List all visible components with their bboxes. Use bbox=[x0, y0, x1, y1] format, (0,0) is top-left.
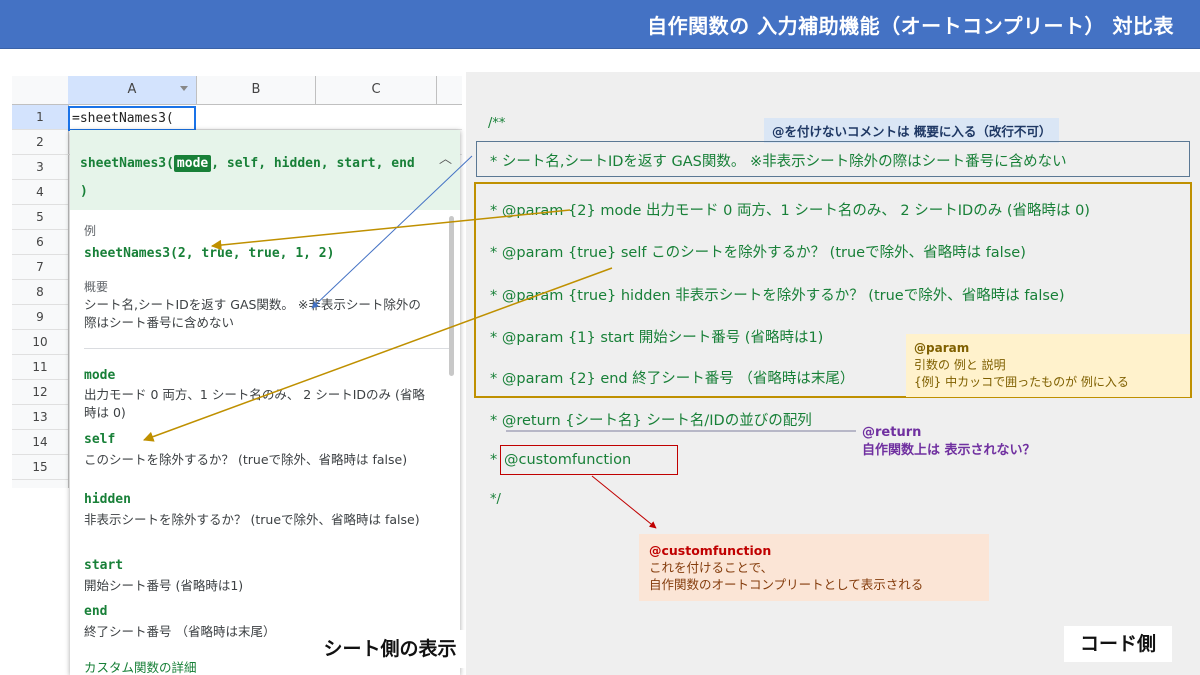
return-annotation: @return 自作関数上は 表示されない？ bbox=[862, 424, 1036, 460]
summary-label: 概要 bbox=[84, 280, 109, 294]
column-header-c[interactable]: C bbox=[316, 76, 437, 104]
param-name: mode bbox=[84, 368, 116, 383]
popup-divider bbox=[84, 348, 449, 349]
example-arrow bbox=[210, 209, 571, 251]
summary-arrow bbox=[311, 155, 473, 309]
row-header[interactable]: 6 bbox=[12, 230, 68, 255]
param-annotation: @param 引数の 例と 説明 {例} 中カッコで囲ったものが 例に入る bbox=[906, 334, 1190, 397]
signature-close-paren: ) bbox=[80, 184, 88, 199]
row-numbers: 1 2 3 4 5 6 7 8 9 10 11 12 13 14 15 bbox=[12, 105, 69, 488]
param-desc: 終了シート番号 （省略時は末尾） bbox=[84, 624, 276, 639]
code-param-line: * @param {1} start 開始シート番号 (省略時は1) bbox=[490, 330, 824, 346]
signature-active-param: mode bbox=[173, 155, 212, 172]
row-header[interactable]: 9 bbox=[12, 305, 68, 330]
signature-params: , self, hidden, start, end bbox=[211, 156, 415, 171]
code-return-line: * @return {シート名} シート名/IDの並びの配列 bbox=[490, 413, 812, 429]
sheet-side-caption: シート側の表示 bbox=[304, 630, 476, 668]
param-annotation-line: 引数の 例と 説明 bbox=[914, 358, 1006, 372]
code-summary-line: * シート名,シートIDを返す GAS関数。 ※非表示シート除外の際はシート番号… bbox=[490, 154, 1067, 170]
row-header[interactable]: 14 bbox=[12, 430, 68, 455]
comment-open: /** bbox=[488, 116, 506, 131]
signature-function-name: sheetNames3( bbox=[80, 156, 174, 171]
title-banner: 自作関数の 入力補助機能（オートコンプリート） 対比表 bbox=[0, 0, 1200, 49]
code-param-line: * @param {2} end 終了シート番号 （省略時は末尾） bbox=[490, 371, 855, 387]
param-name: self bbox=[84, 432, 116, 447]
code-side-caption: コード側 bbox=[1064, 626, 1172, 662]
row-header[interactable]: 7 bbox=[12, 255, 68, 280]
cell-a1-editor[interactable]: =sheetNames3( bbox=[68, 106, 196, 131]
param-name: end bbox=[84, 604, 108, 619]
param-annotation-line: {例} 中カッコで囲ったものが 例に入る bbox=[914, 375, 1129, 389]
collapse-chevron-icon[interactable]: ︿ bbox=[438, 152, 452, 167]
return-annotation-text: 自作関数上は 表示されない？ bbox=[862, 443, 1036, 458]
row-header[interactable]: 15 bbox=[12, 455, 68, 480]
no-at-annotation: @を付けないコメントは 概要に入る（改行不可） bbox=[764, 118, 1060, 143]
row-header[interactable]: 5 bbox=[12, 205, 68, 230]
column-header-b[interactable]: B bbox=[197, 76, 316, 104]
autocomplete-popup[interactable]: sheetNames3(mode, self, hidden, start, e… bbox=[70, 130, 460, 675]
code-param-line: * @param {true} hidden 非表示シートを除外するか？ (tr… bbox=[490, 288, 1065, 304]
code-param-line: * @param {2} mode 出力モード 0 両方、1 シート名のみ、 2… bbox=[490, 203, 1090, 219]
summary-text: シート名,シートIDを返す GAS関数。 ※非表示シート除外の際はシート番号に含… bbox=[84, 297, 421, 330]
row-header[interactable]: 3 bbox=[12, 155, 68, 180]
comment-close: */ bbox=[490, 492, 501, 507]
param-name: start bbox=[84, 558, 124, 573]
example-label: 例 bbox=[84, 224, 97, 238]
grid-line bbox=[68, 129, 462, 130]
select-all-corner[interactable] bbox=[12, 76, 69, 104]
param-box bbox=[474, 182, 1192, 398]
row-header[interactable]: 13 bbox=[12, 405, 68, 430]
customfunction-annotation: @customfunction これを付けることで、 自作関数のオートコンプリー… bbox=[639, 534, 989, 601]
function-signature: sheetNames3(mode, self, hidden, start, e… bbox=[80, 150, 440, 206]
column-header-a[interactable]: A bbox=[68, 76, 197, 104]
code-param-line: * @param {true} self このシートを除外するか？ (trueで… bbox=[490, 245, 1026, 261]
customfunction-box bbox=[500, 445, 678, 475]
return-annotation-title: @return bbox=[862, 425, 922, 440]
param-name: hidden bbox=[84, 492, 131, 507]
function-signature-header[interactable]: sheetNames3(mode, self, hidden, start, e… bbox=[70, 130, 460, 210]
popup-scrollbar[interactable] bbox=[449, 216, 454, 376]
summary-box bbox=[476, 141, 1190, 177]
row-header[interactable]: 4 bbox=[12, 180, 68, 205]
param-desc: 非表示シートを除外するか？ (trueで除外、省略時は false) bbox=[84, 512, 420, 527]
param-annotation-title: @param bbox=[914, 341, 970, 355]
param-arrow bbox=[143, 267, 613, 442]
param-desc: このシートを除外するか？ (trueで除外、省略時は false) bbox=[84, 452, 408, 467]
param-desc: 開始シート番号 (省略時は1) bbox=[84, 578, 244, 593]
customfunction-annotation-line: これを付けることで、 bbox=[649, 560, 774, 575]
param-desc: 出力モード 0 両方、1 シート名のみ、 2 シートIDのみ (省略時は 0) bbox=[84, 387, 425, 420]
row-header[interactable]: 2 bbox=[12, 130, 68, 155]
customfunction-annotation-line: 自作関数のオートコンプリートとして表示される bbox=[649, 577, 924, 592]
customfunction-arrow bbox=[591, 475, 657, 529]
row-header[interactable]: 1 bbox=[12, 105, 68, 130]
column-menu-icon[interactable] bbox=[180, 86, 188, 91]
page-title: 自作関数の 入力補助機能（オートコンプリート） 対比表 bbox=[647, 14, 1174, 38]
row-header[interactable]: 12 bbox=[12, 380, 68, 405]
customfunction-annotation-title: @customfunction bbox=[649, 543, 772, 558]
code-customfunction-star: * bbox=[490, 452, 498, 468]
code-customfunction: @customfunction bbox=[504, 452, 632, 468]
row-header[interactable]: 10 bbox=[12, 330, 68, 355]
row-header[interactable]: 8 bbox=[12, 280, 68, 305]
row-header[interactable]: 11 bbox=[12, 355, 68, 380]
custom-function-details-link[interactable]: カスタム関数の詳細 bbox=[84, 660, 197, 675]
column-header-row: A B C bbox=[12, 76, 462, 105]
example-code: sheetNames3(2, true, true, 1, 2) bbox=[84, 246, 335, 261]
